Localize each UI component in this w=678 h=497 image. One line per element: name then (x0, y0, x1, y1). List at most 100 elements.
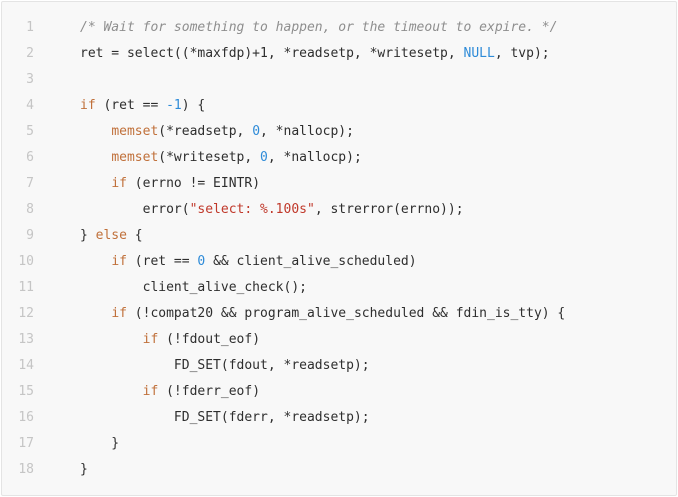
code-text: error("select: %.100s", strerror(errno))… (80, 197, 464, 223)
code-token: (*readsetp, (158, 124, 253, 139)
code-token (80, 332, 143, 347)
code-token (80, 306, 111, 321)
code-line: 11 client_alive_check(); (2, 275, 676, 301)
code-token: NULL (463, 46, 495, 61)
code-token: 0 (197, 254, 206, 269)
code-line: 3 (2, 67, 676, 93)
code-token: memset (111, 150, 159, 165)
code-text: /* Wait for something to happen, or the … (80, 15, 557, 41)
code-token (80, 150, 111, 165)
line-number: 17 (18, 436, 34, 451)
code-text: } (80, 457, 88, 483)
line-number: 7 (26, 176, 34, 191)
code-token (80, 176, 111, 191)
code-line: 6 memset(*writesetp, 0, *nallocp); (2, 145, 676, 171)
line-number: 12 (18, 306, 34, 321)
code-text: if (ret == -1) { (80, 93, 205, 119)
code-token (80, 254, 111, 269)
line-number: 15 (18, 384, 34, 399)
line-number: 8 (26, 202, 34, 217)
code-token: ret = select((*maxfdp)+1, *readsetp, *wr… (80, 46, 464, 61)
code-token: if (111, 306, 127, 321)
code-token: if (142, 332, 159, 347)
line-number: 14 (18, 358, 34, 373)
code-token: (ret == (126, 254, 198, 269)
code-token: { (126, 228, 143, 243)
line-number: 5 (26, 124, 34, 139)
code-token: (ret == (95, 98, 167, 113)
code-text: memset(*writesetp, 0, *nallocp); (80, 145, 362, 171)
code-token: "select: %.100s" (189, 202, 315, 217)
code-text: } else { (80, 223, 143, 249)
code-token: memset (111, 124, 159, 139)
code-token: , *nallocp); (260, 124, 354, 139)
code-text: if (ret == 0 && client_alive_scheduled) (80, 249, 417, 275)
code-token: , tvp); (494, 46, 550, 61)
line-number: 3 (26, 72, 34, 87)
line-number: 16 (18, 410, 34, 425)
code-text: if (errno != EINTR) (80, 171, 260, 197)
line-number: 11 (18, 280, 34, 295)
code-token: 0 (252, 124, 261, 139)
code-token: /* Wait for something to happen, or the … (80, 20, 558, 35)
code-token: if (80, 98, 96, 113)
code-token: , *nallocp); (267, 150, 362, 165)
code-line: 13 if (!fdout_eof) (2, 327, 676, 353)
code-text: if (!fdout_eof) (80, 327, 260, 353)
code-line: 5 memset(*readsetp, 0, *nallocp); (2, 119, 676, 145)
code-token: else (95, 228, 127, 243)
code-token: FD_SET(fderr, *readsetp); (80, 410, 370, 425)
code-line: 9} else { (2, 223, 676, 249)
line-number: 1 (26, 20, 34, 35)
code-text: if (!fderr_eof) (80, 379, 260, 405)
code-token (80, 384, 143, 399)
code-token: } (80, 462, 88, 477)
code-text: if (!compat20 && program_alive_scheduled… (80, 301, 565, 327)
code-token: FD_SET(fdout, *readsetp); (80, 358, 370, 373)
code-token: if (111, 176, 127, 191)
code-token: ) { (181, 98, 206, 113)
code-token: (!fderr_eof) (158, 384, 261, 399)
line-number: 2 (26, 46, 34, 61)
code-token: (*writesetp, (158, 150, 261, 165)
code-text: FD_SET(fderr, *readsetp); (80, 405, 370, 431)
code-token (80, 124, 111, 139)
code-line: 14 FD_SET(fdout, *readsetp); (2, 353, 676, 379)
code-token: if (111, 254, 127, 269)
code-text: FD_SET(fdout, *readsetp); (80, 353, 370, 379)
code-line: 16 FD_SET(fderr, *readsetp); (2, 405, 676, 431)
code-token: (errno != EINTR) (126, 176, 261, 191)
code-line: 7 if (errno != EINTR) (2, 171, 676, 197)
code-token: (!fdout_eof) (158, 332, 261, 347)
line-number: 6 (26, 150, 34, 165)
code-token: 0 (260, 150, 268, 165)
code-line: 4 if (ret == -1) { (2, 93, 676, 119)
line-number: 4 (26, 98, 34, 113)
line-number: 13 (18, 332, 34, 347)
code-text: ret = select((*maxfdp)+1, *readsetp, *wr… (80, 41, 550, 67)
line-number: 18 (18, 462, 34, 477)
code-line: 8 error("select: %.100s", strerror(errno… (2, 197, 676, 223)
code-token: client_alive_check(); (80, 280, 307, 295)
code-line: 10 if (ret == 0 && client_alive_schedule… (2, 249, 676, 275)
code-token: (!compat20 && program_alive_scheduled &&… (126, 306, 566, 321)
line-number: 10 (18, 254, 34, 269)
code-token: if (142, 384, 159, 399)
code-line: 18} (2, 457, 676, 483)
code-token: , strerror(errno)); (314, 202, 464, 217)
code-text: client_alive_check(); (80, 275, 307, 301)
code-token: && client_alive_scheduled) (205, 254, 417, 269)
code-text: memset(*readsetp, 0, *nallocp); (80, 119, 354, 145)
code-line: 1 /* Wait for something to happen, or the… (2, 15, 676, 41)
code-token: -1 (166, 98, 182, 113)
code-token: } (80, 228, 96, 243)
code-line: 15 if (!fderr_eof) (2, 379, 676, 405)
line-number: 9 (26, 228, 34, 243)
code-line: 12 if (!compat20 && program_alive_schedu… (2, 301, 676, 327)
code-line: 17 } (2, 431, 676, 457)
code-line: 2 ret = select((*maxfdp)+1, *readsetp, *w… (2, 41, 676, 67)
code-token: error( (80, 202, 190, 217)
code-token: } (80, 436, 120, 451)
code-text: } (80, 431, 119, 457)
